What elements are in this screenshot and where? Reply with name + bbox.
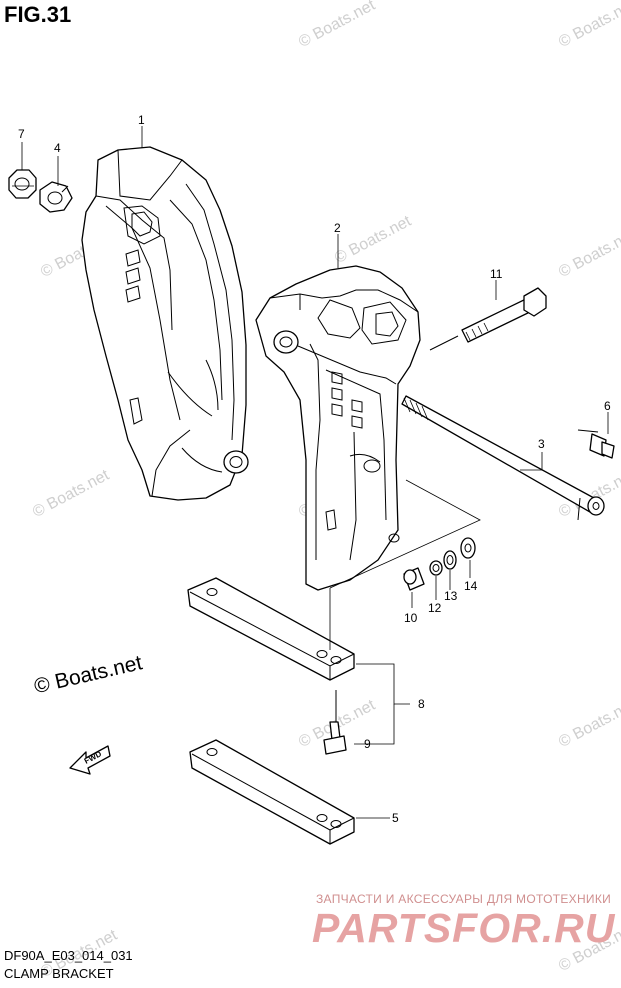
part-1-clamp-bracket-left <box>81 146 249 501</box>
callout-14: 14 <box>464 579 478 593</box>
figure-label: FIG.31 <box>4 2 72 27</box>
diagram-code: DF90A_E03_014_031 <box>4 948 133 963</box>
fwd-arrow-icon: FWD <box>69 745 111 775</box>
part-4-plate <box>39 181 73 213</box>
leader-lines <box>21 126 609 819</box>
diagram-name: CLAMP BRACKET <box>4 966 114 981</box>
callout-11: 11 <box>490 267 503 281</box>
part-10-bushing <box>403 567 425 591</box>
callout-1: 1 <box>138 113 145 127</box>
seller-logo: PARTSFOR.RU <box>312 905 616 951</box>
part-6-bolt <box>577 429 615 459</box>
seller-tagline: ЗАПЧАСТИ И АКСЕССУАРЫ ДЛЯ МОТОТЕХНИКИ <box>316 892 612 906</box>
callout-10: 10 <box>404 611 418 625</box>
part-8-plate-upper <box>187 577 355 681</box>
callout-8: 8 <box>418 697 425 711</box>
callout-7: 7 <box>18 127 25 141</box>
callout-5: 5 <box>392 811 399 825</box>
part-2-clamp-bracket-right <box>255 265 421 591</box>
part-5-plate-lower <box>189 739 355 845</box>
part-3-shaft <box>401 395 605 521</box>
callout-12: 12 <box>428 601 442 615</box>
callout-9: 9 <box>364 737 371 751</box>
part-13-washer <box>443 550 457 570</box>
part-9-screw <box>323 690 347 755</box>
callout-6: 6 <box>604 399 611 413</box>
callout-2: 2 <box>334 221 341 235</box>
callout-3: 3 <box>538 437 545 451</box>
part-12-nut <box>429 560 443 576</box>
callout-4: 4 <box>54 141 61 155</box>
part-11-bolt <box>429 287 547 351</box>
part-7-nut <box>8 169 37 199</box>
callout-13: 13 <box>444 589 458 603</box>
part-14-washer <box>460 537 476 559</box>
